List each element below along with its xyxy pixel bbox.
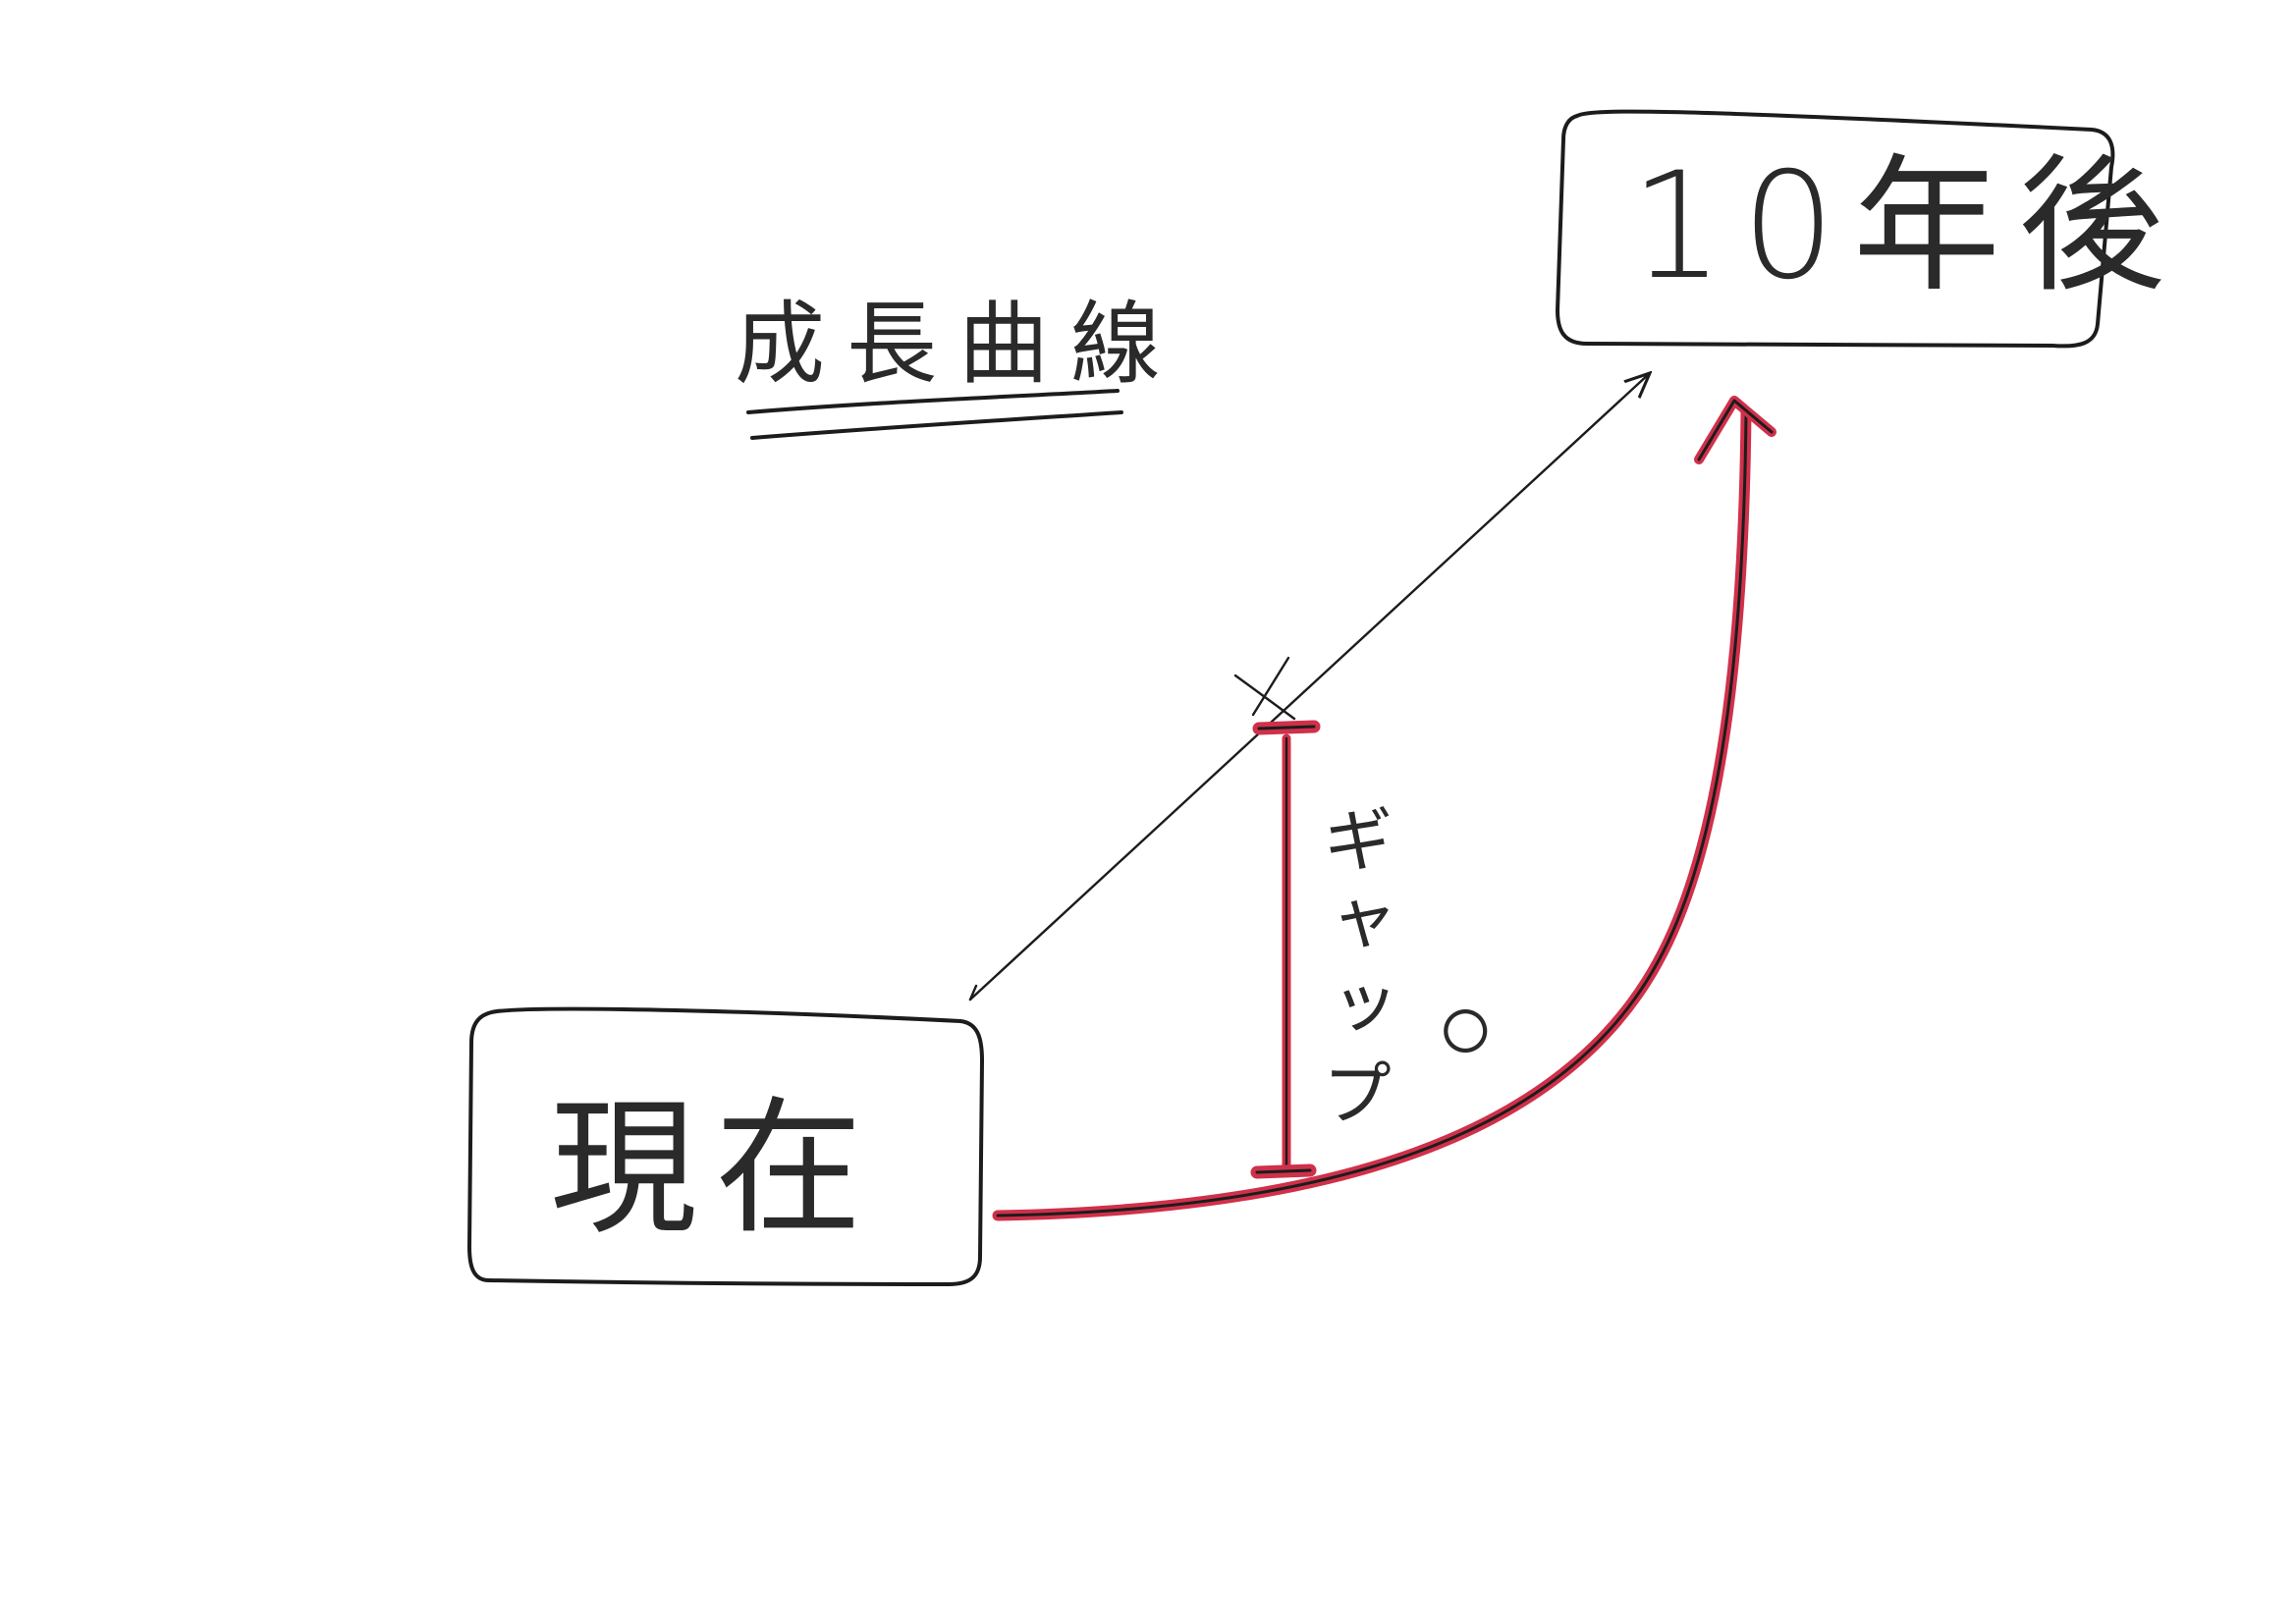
linear-projection [968,373,1650,1001]
current-box-outline [467,1006,984,1286]
growth-curve-arrowhead-ink [1697,399,1774,461]
diagram-title: 成長曲線 [735,292,1182,397]
linear-line-tick [968,984,978,1001]
cross-mark-group [1233,656,1296,721]
future-box: 10年後 [1556,109,2183,349]
growth-curve-ink [996,410,1748,1217]
current-box-label: 現在 [550,1084,880,1255]
growth-curve [992,396,1777,1221]
gap-bar [1250,720,1321,1179]
gap-bar-top-cap-ink [1257,725,1316,730]
circle-mark: ○ [1436,969,1495,1084]
current-box: 現在 [467,1006,984,1286]
gap-bar-bottom-cap-ink [1255,1168,1312,1174]
title-underline-1 [746,389,1120,414]
cross-stroke-2 [1251,656,1290,717]
linear-projection-line [968,373,1650,1001]
title-group: 成長曲線 [735,292,1182,440]
gap-label: ギャップ [1310,803,1393,1141]
future-box-outline [1556,109,2115,349]
title-underline-2 [750,410,1123,440]
future-box-label: 10年後 [1630,141,2183,312]
growth-curve-arrowhead [1694,396,1777,464]
